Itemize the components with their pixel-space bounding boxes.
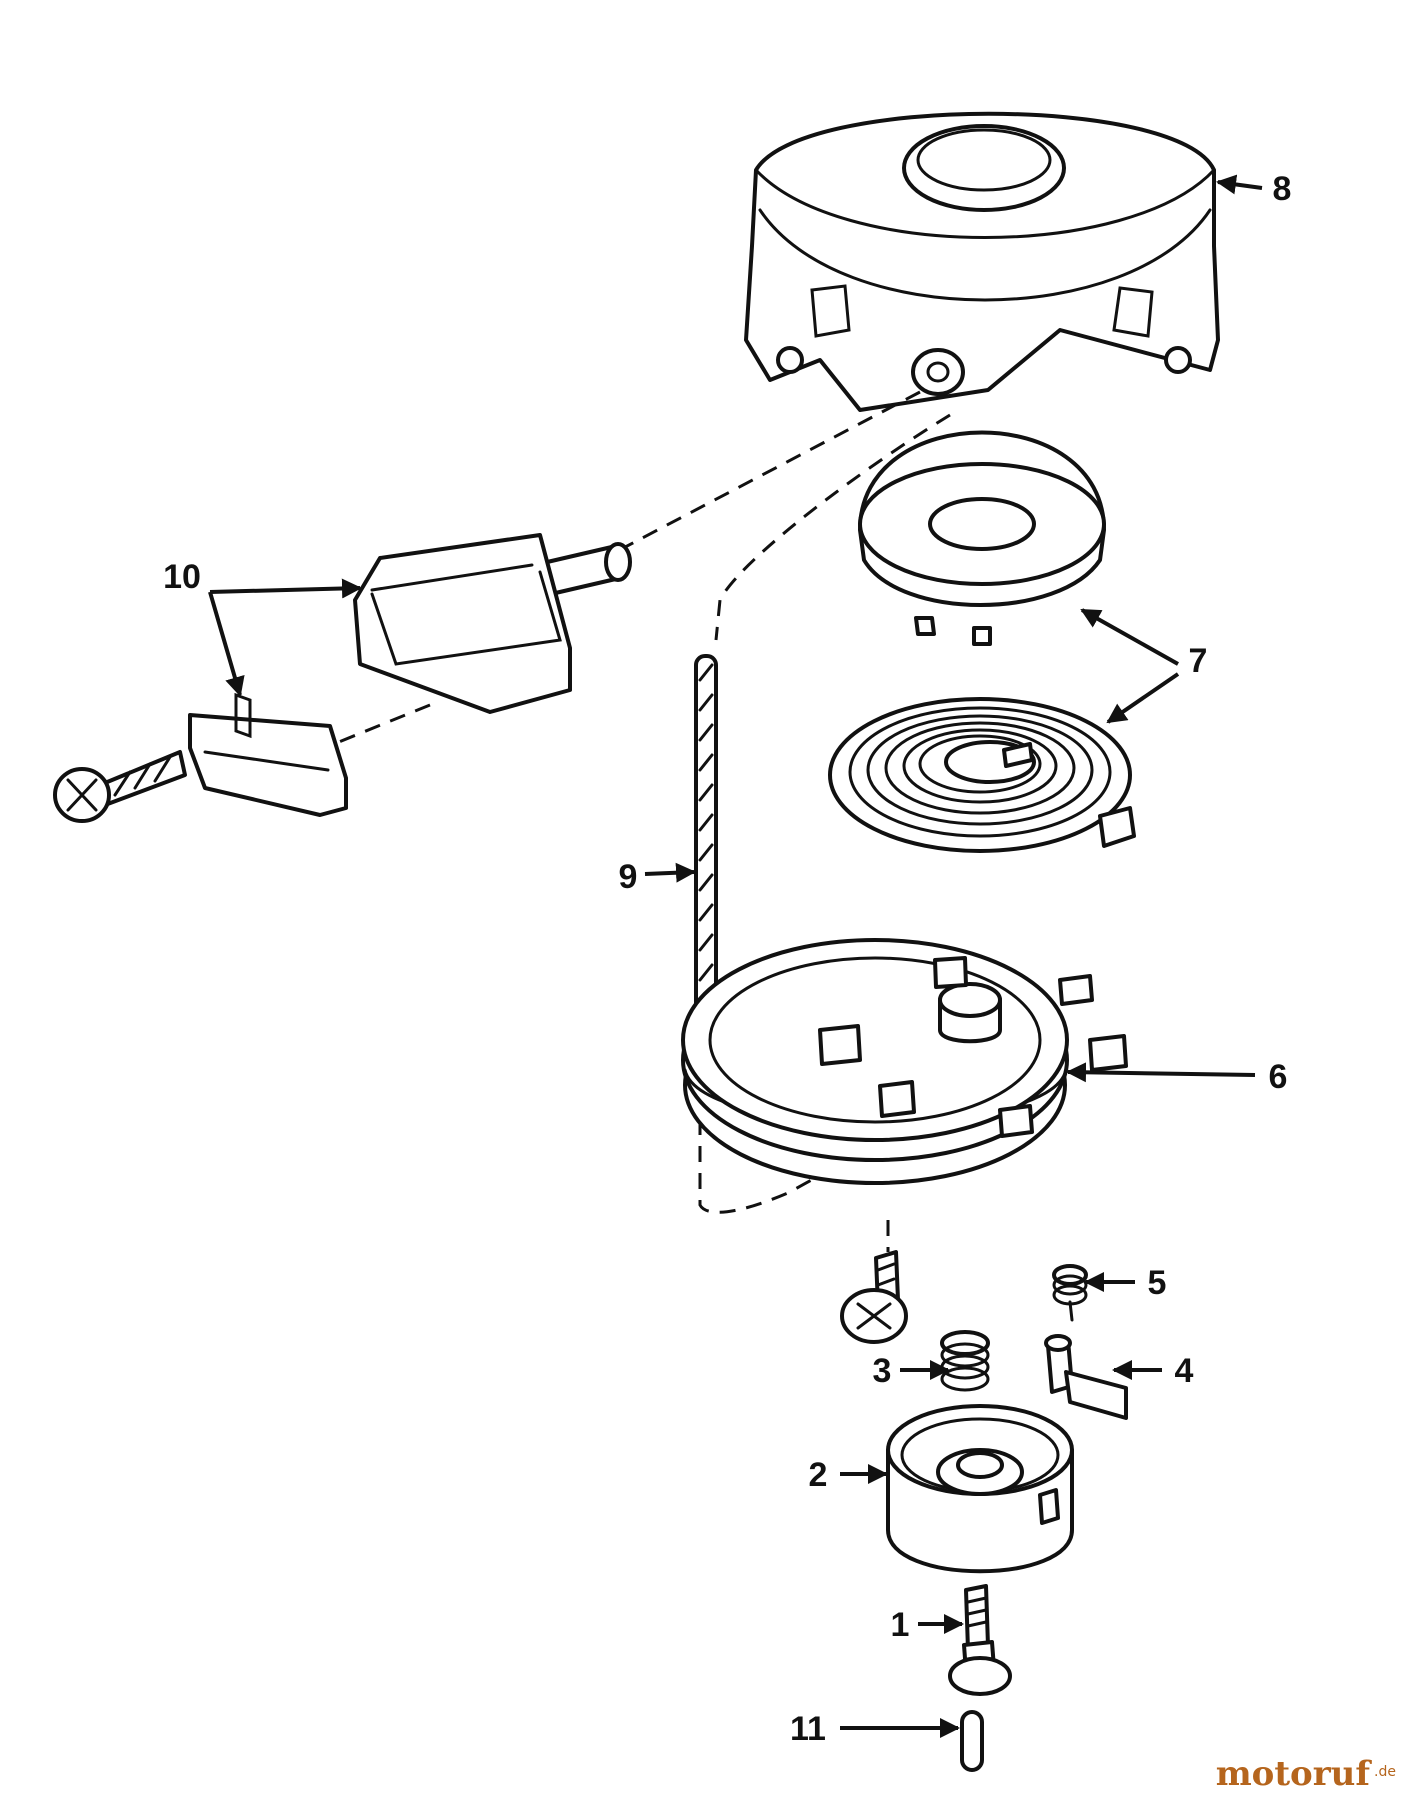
part-3-spring	[940, 1330, 990, 1392]
callout-4: 4	[1175, 1352, 1194, 1390]
pulley-screw	[840, 1250, 908, 1344]
part-9-rope	[694, 654, 718, 1094]
part-5-small-spring	[1052, 1264, 1088, 1322]
callout-3: 3	[873, 1352, 892, 1390]
part-7-recoil-spring	[828, 697, 1136, 853]
callout-7: 7	[1189, 642, 1208, 680]
part-6-pulley	[681, 938, 1128, 1185]
part-4-pawl	[1044, 1334, 1128, 1420]
callout-6: 6	[1269, 1058, 1288, 1096]
part-10-handle-assembly	[53, 533, 632, 823]
callout-8: 8	[1273, 170, 1292, 208]
watermark-suffix: .de	[1374, 1764, 1396, 1780]
callout-1: 1	[891, 1606, 910, 1644]
callout-11: 11	[790, 1710, 826, 1748]
callout-2: 2	[809, 1456, 828, 1494]
callout-5: 5	[1148, 1264, 1167, 1302]
part-2-retainer	[886, 1404, 1074, 1574]
callout-9: 9	[619, 858, 638, 896]
part-11-pin	[960, 1710, 984, 1772]
callout-labels: 8 7 10 9 6 5 4 3 2 1 11	[163, 170, 1291, 1748]
part-1-shoulder-screw	[948, 1584, 1012, 1696]
part-7-spring-cover	[858, 430, 1106, 646]
part-8-housing	[744, 111, 1220, 412]
callout-leaders	[208, 174, 1263, 1738]
watermark-name: motoruf	[1216, 1754, 1373, 1794]
callout-10: 10	[163, 558, 201, 596]
watermark: motoruf .de	[1216, 1754, 1396, 1794]
